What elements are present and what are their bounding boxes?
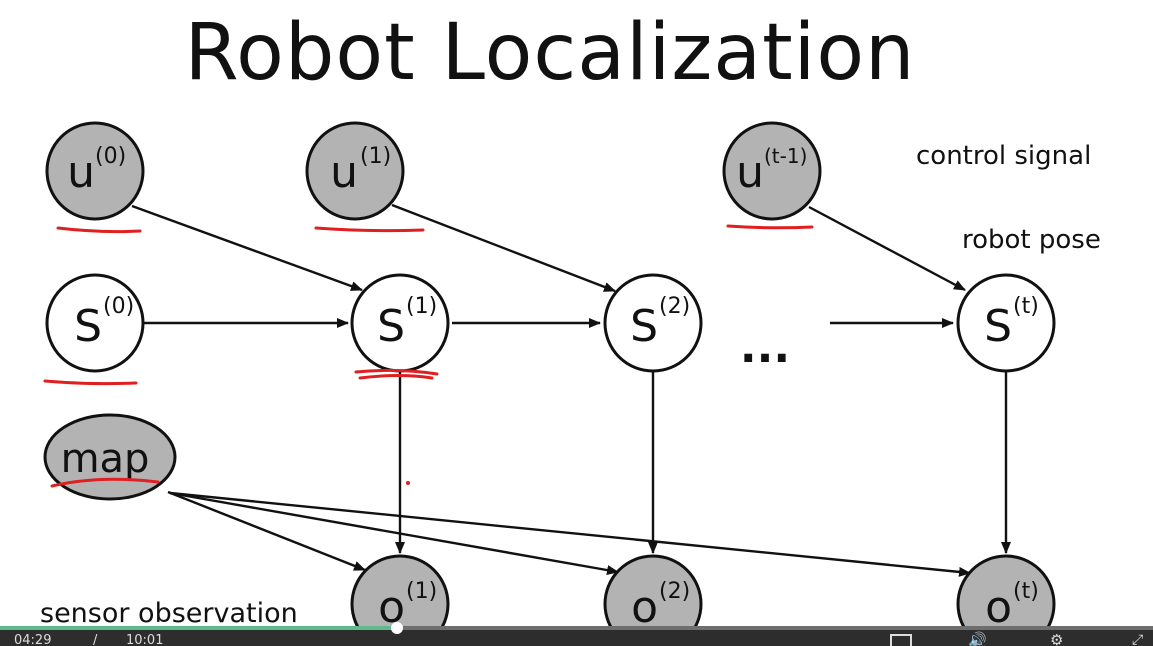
svg-text:S: S (630, 301, 658, 352)
node-s2: S (2) (603, 273, 703, 373)
captions-icon[interactable] (890, 634, 912, 646)
edge-map-o2 (169, 491, 619, 576)
svg-text:(t): (t) (1013, 294, 1039, 319)
node-st: S (t) (956, 273, 1056, 373)
fullscreen-icon[interactable]: ⤢ (1132, 632, 1144, 646)
underline-ut (726, 224, 814, 230)
node-ot-base: o (985, 582, 1012, 633)
node-s2-base: S (630, 301, 658, 352)
node-s1-base: S (377, 301, 405, 352)
node-s1: S (1) (350, 273, 450, 373)
node-map: map (43, 413, 177, 501)
edges (131, 203, 1011, 577)
edge-u0-s1 (131, 204, 363, 292)
stray-red-mark (406, 481, 410, 485)
svg-text:o: o (631, 582, 658, 633)
volume-icon[interactable]: 🔊 (968, 631, 987, 646)
svg-text:(2): (2) (659, 579, 690, 604)
node-s2-sup: (2) (659, 294, 690, 319)
node-o2-sup: (2) (659, 579, 690, 604)
node-s1-sup: (1) (406, 294, 437, 319)
edge-ut-st (808, 205, 966, 292)
edge-u1-s2 (391, 203, 616, 293)
svg-text:u: u (330, 147, 358, 198)
progress-scrubber[interactable] (390, 622, 403, 634)
svg-text:u: u (67, 147, 95, 198)
edge-map-ot (169, 491, 971, 577)
svg-text:S: S (377, 301, 405, 352)
svg-text:(1): (1) (406, 579, 437, 604)
node-o2-base: o (631, 582, 658, 633)
time-separator: / (93, 633, 98, 646)
node-ut: u (t-1) (722, 121, 822, 221)
underline-u0 (56, 226, 142, 234)
slide-title: Robot Localization (184, 8, 916, 98)
svg-text:(t): (t) (1013, 579, 1039, 604)
svg-text:u: u (736, 147, 764, 198)
label-sensor-observation: sensor observation (40, 598, 298, 629)
svg-text:(2): (2) (659, 294, 690, 319)
svg-text:(1): (1) (406, 294, 437, 319)
underline-s1 (354, 368, 439, 380)
svg-text:S: S (74, 301, 102, 352)
node-s0: S (0) (45, 273, 145, 373)
node-u0-sup: (0) (95, 144, 126, 169)
svg-text:o: o (985, 582, 1012, 633)
svg-text:(1): (1) (360, 144, 391, 169)
svg-text:S: S (984, 301, 1012, 352)
node-map-label: map (61, 436, 150, 482)
red-annotations (43, 224, 1038, 643)
node-s0-base: S (74, 301, 102, 352)
svg-text:(0): (0) (95, 144, 126, 169)
svg-text:(t-1): (t-1) (764, 144, 807, 168)
node-u1-base: u (330, 147, 358, 198)
node-u0-base: u (67, 147, 95, 198)
total-time: 10:01 (126, 633, 164, 646)
node-st-base: S (984, 301, 1012, 352)
underline-u1 (314, 226, 425, 233)
progress-track[interactable] (0, 622, 1153, 634)
video-player-bar: 04:29 / 10:01 🔊 ⚙ ⤢ (0, 622, 1153, 646)
node-ot: o (t) (956, 554, 1056, 646)
progress-fill (0, 626, 397, 630)
node-o1-sup: (1) (406, 579, 437, 604)
current-time: 04:29 (14, 633, 52, 646)
node-s0-sup: (0) (103, 294, 134, 319)
node-u1-sup: (1) (360, 144, 391, 169)
settings-gear-icon[interactable]: ⚙ (1050, 631, 1064, 646)
edge-map-o1 (167, 490, 366, 572)
node-ot-sup: (t) (1013, 579, 1039, 604)
node-o2: o (2) (603, 554, 703, 646)
ellipsis: ... (740, 322, 790, 373)
underline-map (50, 477, 160, 488)
label-control-signal: control signal (916, 141, 1091, 171)
node-ut-sup: (t-1) (764, 144, 807, 168)
node-st-sup: (t) (1013, 294, 1039, 319)
node-ut-base: u (736, 147, 764, 198)
label-robot-pose: robot pose (962, 225, 1101, 255)
svg-text:(0): (0) (103, 294, 134, 319)
node-u0: u (0) (45, 121, 145, 221)
node-u1: u (1) (305, 121, 405, 221)
underline-s0 (43, 379, 138, 386)
